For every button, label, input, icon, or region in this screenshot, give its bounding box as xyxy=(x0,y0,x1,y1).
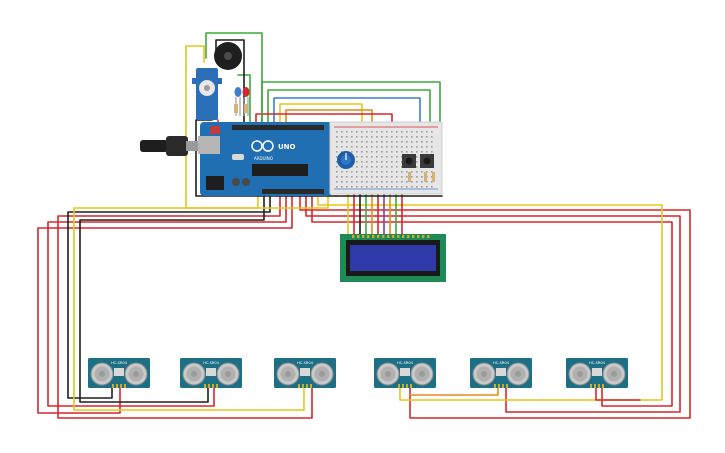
ultrasonic-sensor-6[interactable]: HC-SR04 xyxy=(566,358,628,388)
buzzer-wire-green xyxy=(205,32,263,126)
sensor-label: HC-SR04 xyxy=(493,361,510,365)
signal-wire-right-red-short xyxy=(595,387,641,401)
signal-wire-left-yellow xyxy=(73,194,305,411)
ultrasonic-sensor-3[interactable]: HC-SR04 xyxy=(274,358,336,388)
dc-power-plug[interactable] xyxy=(140,136,200,156)
signal-wire-right-yellow xyxy=(317,194,663,401)
arduino-uno-board[interactable]: UNO ARDUINO xyxy=(198,122,332,196)
power-wire-right-2 xyxy=(305,194,681,413)
header-wire-orange xyxy=(285,109,373,131)
lcd-display[interactable] xyxy=(340,234,446,282)
power-wire-left-2 xyxy=(47,194,287,407)
sensor-label: HC-SR04 xyxy=(589,361,606,365)
potentiometer-knob[interactable] xyxy=(337,151,355,169)
arduino-logo-icon xyxy=(251,140,274,152)
sensor-label: HC-SR04 xyxy=(203,361,220,365)
ground-wire-left-1 xyxy=(67,194,271,399)
ultrasonic-sensor-5[interactable]: HC-SR04 xyxy=(470,358,532,388)
push-button-2[interactable] xyxy=(420,154,434,168)
power-wire-left-3 xyxy=(57,194,313,419)
breadboard-resistors xyxy=(408,172,435,182)
push-button-1[interactable] xyxy=(402,154,416,168)
servo-motor[interactable] xyxy=(192,68,222,120)
arduino-brand-label: UNO xyxy=(278,143,296,151)
sensor-label: HC-SR04 xyxy=(397,361,414,365)
power-wire-left-outer xyxy=(37,194,293,414)
sensor-label: HC-SR04 xyxy=(297,361,314,365)
header-wire-green-2 xyxy=(267,89,431,151)
resistor-pair xyxy=(234,104,248,113)
ultrasonic-sensor-2[interactable]: HC-SR04 xyxy=(180,358,242,388)
servo-wire-yellow xyxy=(185,45,329,209)
signal-wire-right-orange xyxy=(409,387,499,396)
piezo-buzzer[interactable] xyxy=(214,42,242,70)
ultrasonic-sensor-1[interactable]: HC-SR04 xyxy=(88,358,150,388)
power-wire-right-3 xyxy=(311,194,673,407)
ultrasonic-sensor-row: HC-SR04 HC-SR04 HC-SR04 HC-SR04 HC-SR04 HC-SR… xyxy=(88,358,628,388)
header-wire-green-3 xyxy=(237,74,251,126)
sensor-label: HC-SR04 xyxy=(111,361,128,365)
ground-wire-left-2 xyxy=(79,194,265,403)
ultrasonic-sensor-4[interactable]: HC-SR04 xyxy=(374,358,436,388)
arduino-sub-label: ARDUINO xyxy=(254,156,273,161)
